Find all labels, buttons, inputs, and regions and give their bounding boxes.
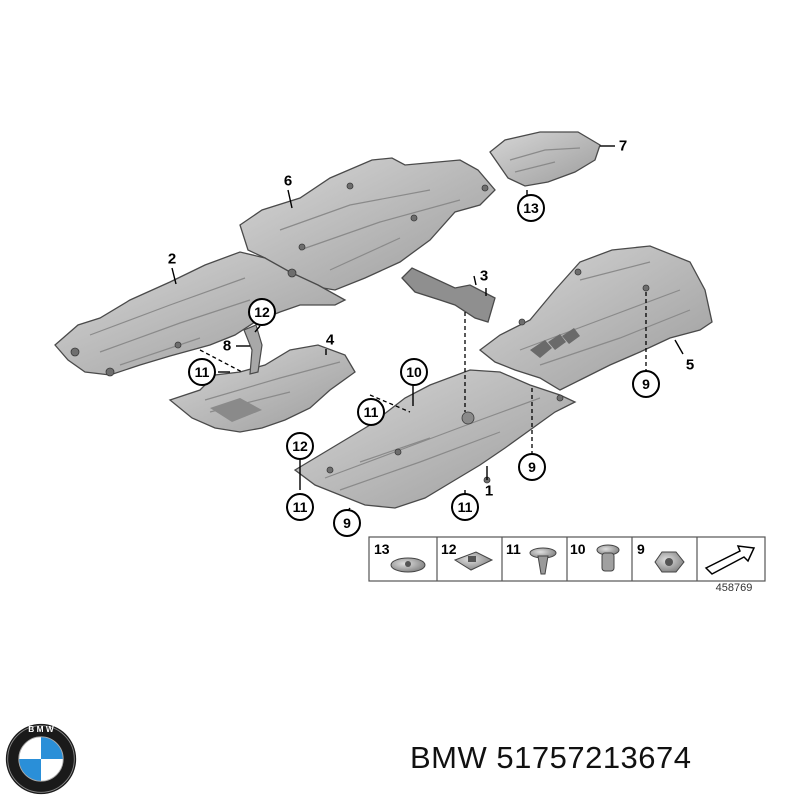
svg-text:9: 9 (637, 541, 645, 557)
svg-text:9: 9 (343, 515, 351, 531)
legend-item-10: 10 (570, 541, 620, 572)
legend-item-9: 9 (637, 541, 685, 573)
part-8-bracket (243, 324, 263, 375)
diagram-id: 458769 (716, 582, 753, 594)
bmw-logo-icon: B M W (5, 723, 77, 795)
direction-arrow-icon (704, 545, 756, 575)
svg-text:11: 11 (458, 499, 473, 515)
part-5-underbody-panel (478, 245, 713, 391)
callout-12-lower: 12 (286, 432, 314, 460)
svg-text:B M W: B M W (28, 724, 54, 734)
svg-text:10: 10 (406, 364, 422, 380)
svg-text:11: 11 (195, 364, 210, 380)
callout-12-upper: 12 (248, 298, 276, 326)
callout-1: 1 (485, 483, 493, 500)
part-1-underbody-panel (293, 369, 577, 509)
callout-7: 7 (619, 138, 627, 155)
svg-text:13: 13 (523, 200, 539, 216)
fastener-legend: 13 12 11 10 9 (368, 536, 766, 582)
callout-13: 13 (517, 194, 545, 222)
svg-text:9: 9 (642, 376, 650, 392)
callout-5: 5 (686, 357, 694, 374)
callout-8: 8 (223, 338, 231, 355)
svg-text:11: 11 (364, 404, 379, 420)
part-7-cover (489, 131, 601, 187)
part-number-caption: BMW 51757213674 (410, 740, 692, 775)
svg-text:13: 13 (374, 541, 390, 557)
part-4-underbody-panel (168, 344, 356, 433)
svg-text:10: 10 (570, 541, 586, 557)
callout-9-right: 9 (632, 370, 660, 398)
part-3-strip (401, 267, 496, 323)
callout-11-upper-left: 11 (188, 358, 216, 386)
legend-item-12: 12 (441, 541, 494, 571)
callout-2: 2 (168, 251, 176, 268)
callout-4: 4 (326, 332, 335, 349)
svg-text:12: 12 (441, 541, 457, 557)
part-6-underbody-panel (239, 157, 496, 291)
legend-item-13: 13 (374, 541, 426, 573)
legend-item-11: 11 (506, 541, 557, 575)
svg-text:11: 11 (293, 499, 308, 515)
svg-text:12: 12 (292, 438, 308, 454)
callout-11-lower-left: 11 (286, 493, 314, 521)
callout-11-lower-right: 11 (451, 493, 479, 521)
leader-lines (171, 145, 684, 513)
callout-3: 3 (480, 268, 488, 285)
callout-11-middle: 11 (357, 398, 385, 426)
svg-text:11: 11 (506, 541, 521, 557)
svg-text:9: 9 (528, 459, 536, 475)
callout-9-center: 9 (518, 453, 546, 481)
part-2-underbody-panel (54, 251, 347, 377)
svg-text:12: 12 (254, 304, 270, 320)
callout-6: 6 (284, 173, 292, 190)
callout-9-lower: 9 (333, 509, 361, 537)
callout-10: 10 (400, 358, 428, 386)
